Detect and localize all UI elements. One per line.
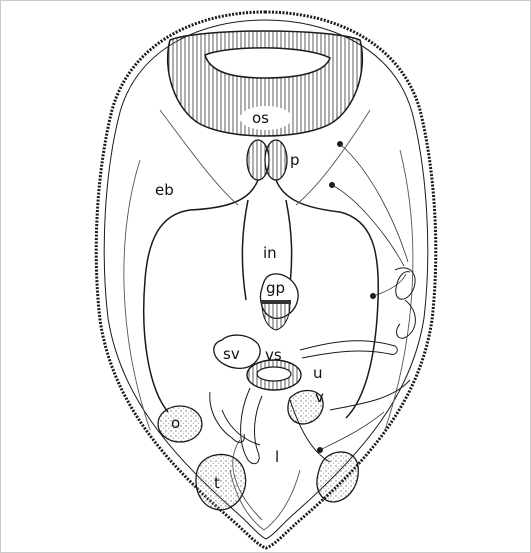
ventral-sucker (247, 360, 301, 390)
pharynx (247, 140, 287, 180)
label-oral-sucker: os (252, 109, 269, 127)
label-intestine: in (263, 244, 277, 262)
label-pharynx: p (290, 151, 300, 169)
label-vitellaria: v (315, 388, 324, 406)
label-testis: t (214, 474, 220, 492)
testis-left (196, 454, 246, 510)
label-seminal-vesicle: sv (223, 345, 240, 363)
label-uterus: u (313, 364, 323, 382)
excretory-flame-cells (317, 141, 376, 453)
label-ovary: o (171, 414, 180, 432)
label-ventral-sucker: vs (265, 346, 282, 364)
label-l: l (275, 448, 279, 466)
label-excretory-bladder: eb (155, 181, 174, 199)
testis-right (317, 452, 358, 502)
label-genital-pore: gp (266, 279, 285, 297)
excretory-ducts (320, 144, 408, 450)
